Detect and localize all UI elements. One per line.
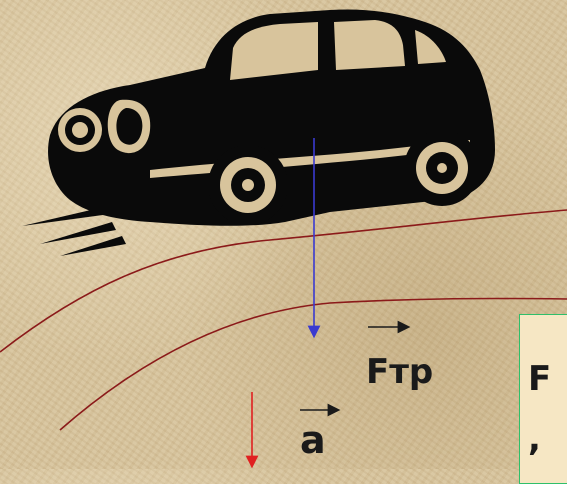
text-box-content: F , xyxy=(528,359,552,459)
road-lower-curve xyxy=(59,297,567,431)
friction-force-label: Fтр xyxy=(366,352,434,392)
car-icon xyxy=(22,9,495,256)
road-upper-curve xyxy=(0,209,567,353)
physics-diagram xyxy=(0,9,567,469)
acceleration-label: a xyxy=(300,418,326,462)
text-box: F , xyxy=(519,314,567,484)
